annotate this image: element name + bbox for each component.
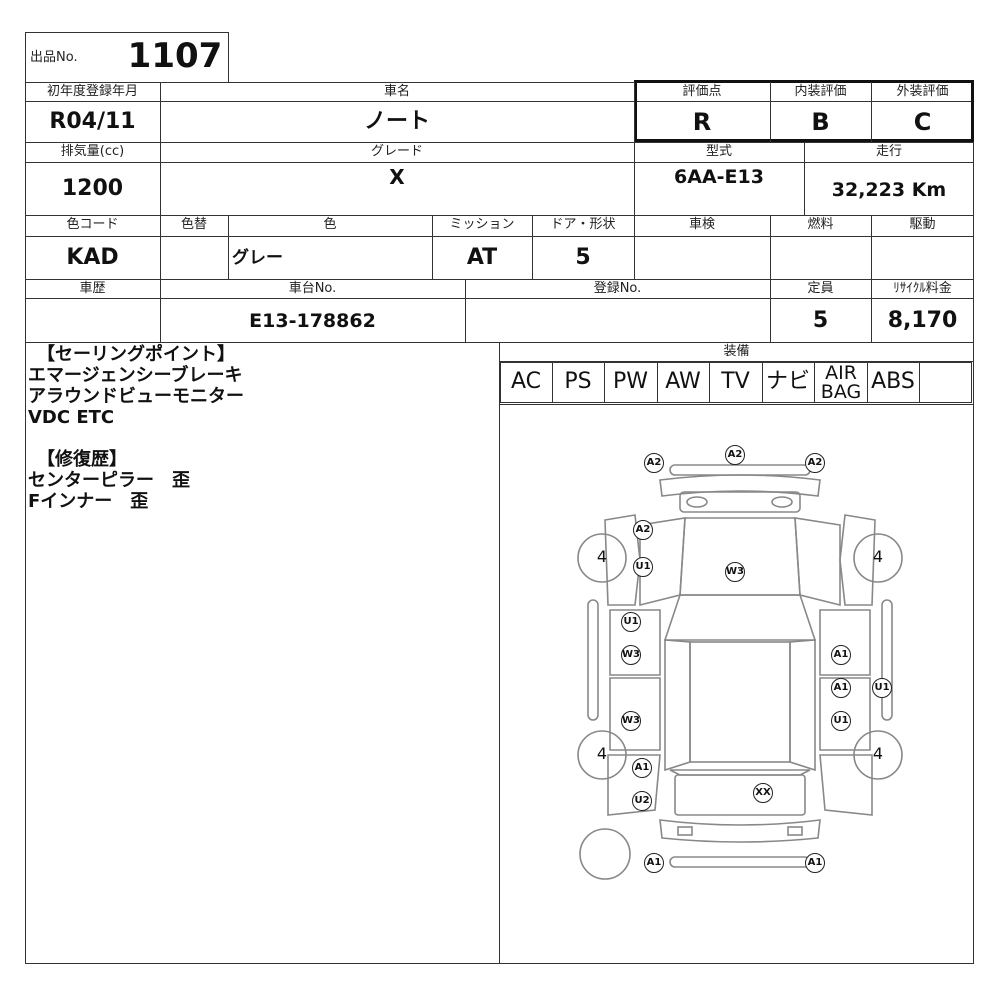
interior-grade-value: B <box>811 108 830 136</box>
equipment-tv: TV <box>721 369 750 394</box>
damage-mark: W3 <box>621 645 641 665</box>
damage-mark: W3 <box>621 711 641 731</box>
transmission-label: ミッション <box>449 217 515 232</box>
score-value: R <box>692 108 712 136</box>
equipment-label: 装備 <box>723 344 750 359</box>
exterior-grade-value: C <box>913 108 932 136</box>
color-label: 色 <box>323 217 337 232</box>
score-label: 評価点 <box>682 84 722 99</box>
damage-mark: A2 <box>805 453 825 473</box>
equipment-airbag: AIR BAG <box>820 362 862 403</box>
door-shape-value: 5 <box>575 245 591 270</box>
selling-points-header: 【セーリングポイント】 <box>28 344 235 365</box>
capacity-label: 定員 <box>807 281 834 296</box>
lot-box <box>25 32 229 82</box>
damage-mark: A1 <box>831 645 851 665</box>
first-registration-label: 初年度登録年月 <box>46 84 138 99</box>
equipment-ac: AC <box>510 369 542 394</box>
damage-mark: A1 <box>805 853 825 873</box>
notes-section: 【セーリングポイント】 エマージェンシーブレーキ アラウンドビューモニター VD… <box>28 344 498 512</box>
registration-number-label: 登録No. <box>593 281 642 296</box>
damage-mark: A1 <box>632 758 652 778</box>
transmission-value: AT <box>466 245 498 270</box>
color-value: グレー <box>232 248 283 268</box>
damage-mark: U1 <box>872 678 892 698</box>
selling-point-line: エマージェンシーブレーキ <box>28 365 243 386</box>
tire-rear-left-value: 4 <box>596 744 608 763</box>
damage-mark: A2 <box>644 453 664 473</box>
mileage-label: 走行 <box>875 144 902 159</box>
exterior-grade-label: 外装評価 <box>896 84 949 99</box>
fuel-label: 燃料 <box>807 217 834 232</box>
capacity-value: 5 <box>812 308 829 333</box>
score-highlight-box <box>634 80 974 142</box>
equipment-navi: ナビ <box>765 369 810 394</box>
car-history-label: 車歴 <box>79 281 106 296</box>
grade-value: X <box>389 165 405 189</box>
interior-grade-label: 内装評価 <box>794 84 847 99</box>
repair-line: Fインナー 歪 <box>28 491 149 512</box>
equipment-pw: PW <box>612 369 649 394</box>
selling-point-line: VDC ETC <box>28 407 115 428</box>
inspection-label: 車検 <box>688 217 715 232</box>
drive-label: 駆動 <box>909 217 936 232</box>
car-damage-diagram <box>577 464 903 880</box>
damage-mark: U1 <box>633 557 653 577</box>
recycle-fee-label: ﾘｻｲｸﾙ料金 <box>893 281 952 296</box>
damage-mark: A1 <box>831 678 851 698</box>
damage-mark: A2 <box>633 520 653 540</box>
damage-mark: U2 <box>632 791 652 811</box>
color-code-value: KAD <box>66 245 119 270</box>
repair-line: センターピラー 歪 <box>28 470 190 491</box>
tire-front-left-value: 4 <box>596 547 608 566</box>
equipment-ps: PS <box>564 369 592 394</box>
model-value: 6AA-E13 <box>674 166 764 188</box>
damage-mark: U1 <box>621 612 641 632</box>
color-change-label: 色替 <box>180 217 207 232</box>
equipment-aw: AW <box>665 369 701 394</box>
chassis-number-value: E13-178862 <box>249 310 376 332</box>
selling-point-line: アラウンドビューモニター <box>28 386 244 407</box>
equipment-abs: ABS <box>871 369 915 394</box>
damage-mark: XX <box>753 783 773 803</box>
lot-number: 1107 <box>127 36 223 76</box>
tire-front-right-value: 4 <box>872 547 884 566</box>
door-shape-label: ドア・形状 <box>550 217 616 232</box>
color-code-label: 色コード <box>66 217 119 232</box>
model-label: 型式 <box>705 144 732 159</box>
car-name-label: 車名 <box>383 84 410 99</box>
chassis-number-label: 車台No. <box>288 281 337 296</box>
repair-history-header: 【修復歴】 <box>28 449 127 470</box>
damage-mark: A1 <box>644 853 664 873</box>
damage-mark: U1 <box>831 711 851 731</box>
car-name-value: ノート <box>363 109 430 134</box>
tire-rear-right-value: 4 <box>872 744 884 763</box>
displacement-value: 1200 <box>61 176 124 201</box>
recycle-fee-value: 8,170 <box>887 308 958 333</box>
mileage-value: 32,223 Km <box>831 179 947 201</box>
displacement-label: 排気量(cc) <box>60 144 125 159</box>
damage-mark: W3 <box>725 562 745 582</box>
first-registration-value: R04/11 <box>49 109 136 134</box>
damage-mark: A2 <box>725 445 745 465</box>
lot-label: 出品No. <box>30 50 78 65</box>
equipment-box <box>500 362 972 403</box>
grade-label: グレード <box>370 144 423 159</box>
